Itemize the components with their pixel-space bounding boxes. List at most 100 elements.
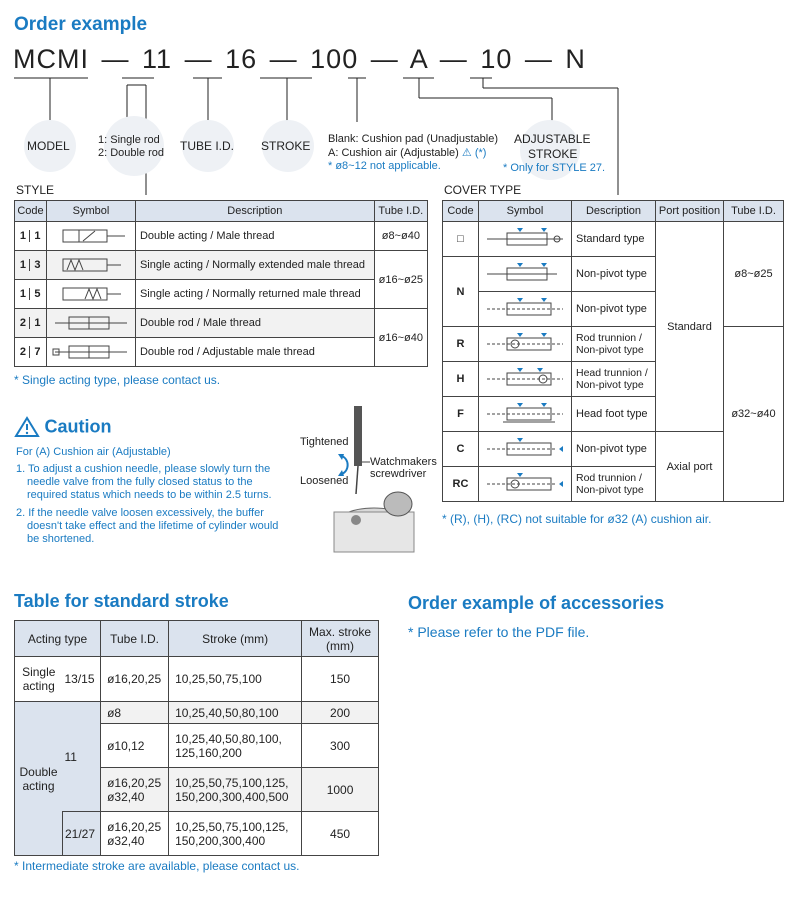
cover-description: Rod trunnion / Non-pivot type xyxy=(571,466,656,502)
stroke-table-title: Table for standard stroke xyxy=(14,591,229,611)
tube-id-label: TUBE I.D. xyxy=(180,139,235,153)
warning-icon: ⚠ xyxy=(461,147,472,159)
cover-col-symbol: Symbol xyxy=(478,200,572,222)
connector-lines xyxy=(14,77,619,195)
stroke-row: ø10,12 10,25,40,50,80,100, 125,160,200 3… xyxy=(15,723,379,768)
code-digit: 1 xyxy=(16,259,31,271)
style-col-tube: Tube I.D. xyxy=(373,200,429,222)
order-code: MCMI — 11 — 16 — 100 — A — 10 — N xyxy=(13,44,586,75)
cover-description: Standard type xyxy=(571,221,656,257)
code-digit: 1 xyxy=(16,288,31,300)
cover-col-code: Code xyxy=(442,200,479,222)
style-symbol xyxy=(45,308,136,338)
style-symbol xyxy=(45,279,136,309)
style-description: Double rod / Male thread xyxy=(134,308,375,338)
double-sub-11: 11 xyxy=(62,701,102,812)
stroke-tube: ø10,12 xyxy=(100,723,170,768)
cover-code: R xyxy=(442,326,479,362)
watchmakers-label: Watchmakers xyxy=(370,456,437,468)
cover-description: Non-pivot type xyxy=(571,256,656,292)
cover-symbol xyxy=(478,361,572,397)
cover-symbol xyxy=(478,221,572,257)
code-adjust: 10 xyxy=(480,44,513,74)
stroke-max: 1000 xyxy=(301,767,379,812)
tightened-label: Tightened xyxy=(300,436,349,448)
caution-item-1: 1. To adjust a cushion needle, please sl… xyxy=(16,463,272,501)
stroke-row: 21/27 ø16,20,25 ø32,40 10,25,50,75,100,1… xyxy=(15,811,379,856)
cover-col-description: Description xyxy=(571,200,656,222)
style-symbol xyxy=(45,221,136,251)
stroke-tube: ø16,20,25 xyxy=(100,656,170,702)
cover-row: RC Rod trunnion / Non-pivot type xyxy=(442,466,784,502)
cover-code: □ xyxy=(442,221,479,257)
code-digit: 2 xyxy=(16,346,31,358)
code-dash: — xyxy=(269,44,298,74)
cover-code: N xyxy=(442,256,479,327)
cover-tube-2: ø32~ø40 xyxy=(723,326,784,502)
cushion-a-text: A: Cushion air (Adjustable) xyxy=(328,147,459,159)
cover-symbol xyxy=(478,326,572,362)
stroke-values: 10,25,50,75,100,125, 150,200,300,400,500 xyxy=(168,767,303,812)
stroke-values: 10,25,40,50,80,100 xyxy=(168,701,303,724)
model-bubble xyxy=(24,120,76,172)
stroke-table: Acting type Tube I.D. Stroke (mm) Max. s… xyxy=(13,620,379,856)
cover-heading: COVER TYPE xyxy=(444,183,522,197)
cover-note: * (R), (H), (RC) not suitable for ø32 (A… xyxy=(442,512,712,526)
style-col-description: Description xyxy=(134,200,375,222)
code-digit: 1 xyxy=(16,230,31,242)
cover-col-tube: Tube I.D. xyxy=(723,200,784,222)
cover-row: Non-pivot type xyxy=(443,291,784,327)
code-dash: — xyxy=(524,44,553,74)
style-heading: STYLE xyxy=(16,183,55,197)
adjustable-note: * Only for STYLE 27. xyxy=(503,162,606,174)
cushion-a: A: Cushion air (Adjustable) ⚠ (*) xyxy=(328,146,486,161)
cover-tube-1: ø8~ø25 xyxy=(723,221,784,327)
caution-subtitle: For (A) Cushion air (Adjustable) xyxy=(16,446,171,458)
cover-description: Non-pivot type xyxy=(571,291,656,327)
port-axial: Axial port xyxy=(655,431,724,502)
adjustable-label-1: ADJUSTABLE xyxy=(514,132,591,146)
stroke-row: Double acting 11 ø8 10,25,40,50,80,100 2… xyxy=(14,701,379,856)
cover-row: R Rod trunnion / Non-pivot type ø32~ø40 xyxy=(442,326,784,502)
caution-item-2: 2. If the needle valve loosen excessivel… xyxy=(16,507,279,545)
cover-code: F xyxy=(442,396,479,432)
stroke-row: Single acting 13/15 ø16,20,25 10,25,50,7… xyxy=(14,656,379,702)
tube-bubble xyxy=(182,120,234,172)
code-stroke: 100 xyxy=(310,44,359,74)
cover-row: C Non-pivot type Axial port xyxy=(442,431,784,502)
double-acting-label: Double acting xyxy=(14,701,63,856)
port-standard: Standard xyxy=(655,221,724,432)
style-description: Double acting / Male thread xyxy=(134,221,375,251)
stroke-col-tube: Tube I.D. xyxy=(100,620,170,657)
cover-table: Code Symbol Description Port position Tu… xyxy=(442,200,784,502)
cushion-blank: Blank: Cushion pad (Unadjustable) xyxy=(328,133,498,145)
style-tube: ø16~ø25 xyxy=(373,250,429,309)
stroke-values: 10,25,50,75,100 xyxy=(168,656,303,702)
stroke-max: 150 xyxy=(301,656,379,702)
cover-row: □ Standard type Standard ø8~ø25 xyxy=(442,221,784,432)
stroke-tube: ø16,20,25 ø32,40 xyxy=(100,767,170,812)
style-col-code: Code xyxy=(14,200,47,222)
code-dash: — xyxy=(101,44,130,74)
code-style: 11 xyxy=(142,44,173,74)
code-digit: 7 xyxy=(34,346,41,358)
stroke-values: 10,25,50,75,100,125, 150,200,300,400 xyxy=(168,811,303,856)
stroke-tube: ø16,20,25 ø32,40 xyxy=(100,811,170,856)
cover-code: RC xyxy=(442,466,479,502)
cover-symbol xyxy=(478,256,572,292)
cover-description: Non-pivot type xyxy=(571,431,656,467)
stroke-label: STROKE xyxy=(261,139,311,153)
cover-code: C xyxy=(442,431,479,467)
cover-row: N Non-pivot type xyxy=(442,256,784,327)
style-option-1: 1: Single rod xyxy=(98,134,160,146)
stroke-tube: ø8 xyxy=(100,701,170,724)
cover-row: H Head trunnion / Non-pivot type xyxy=(442,361,784,397)
stroke-col-stroke: Stroke (mm) xyxy=(168,620,303,657)
code-digit: 1 xyxy=(34,317,41,329)
cushion-note: * ø8~12 not applicable. xyxy=(328,160,441,172)
